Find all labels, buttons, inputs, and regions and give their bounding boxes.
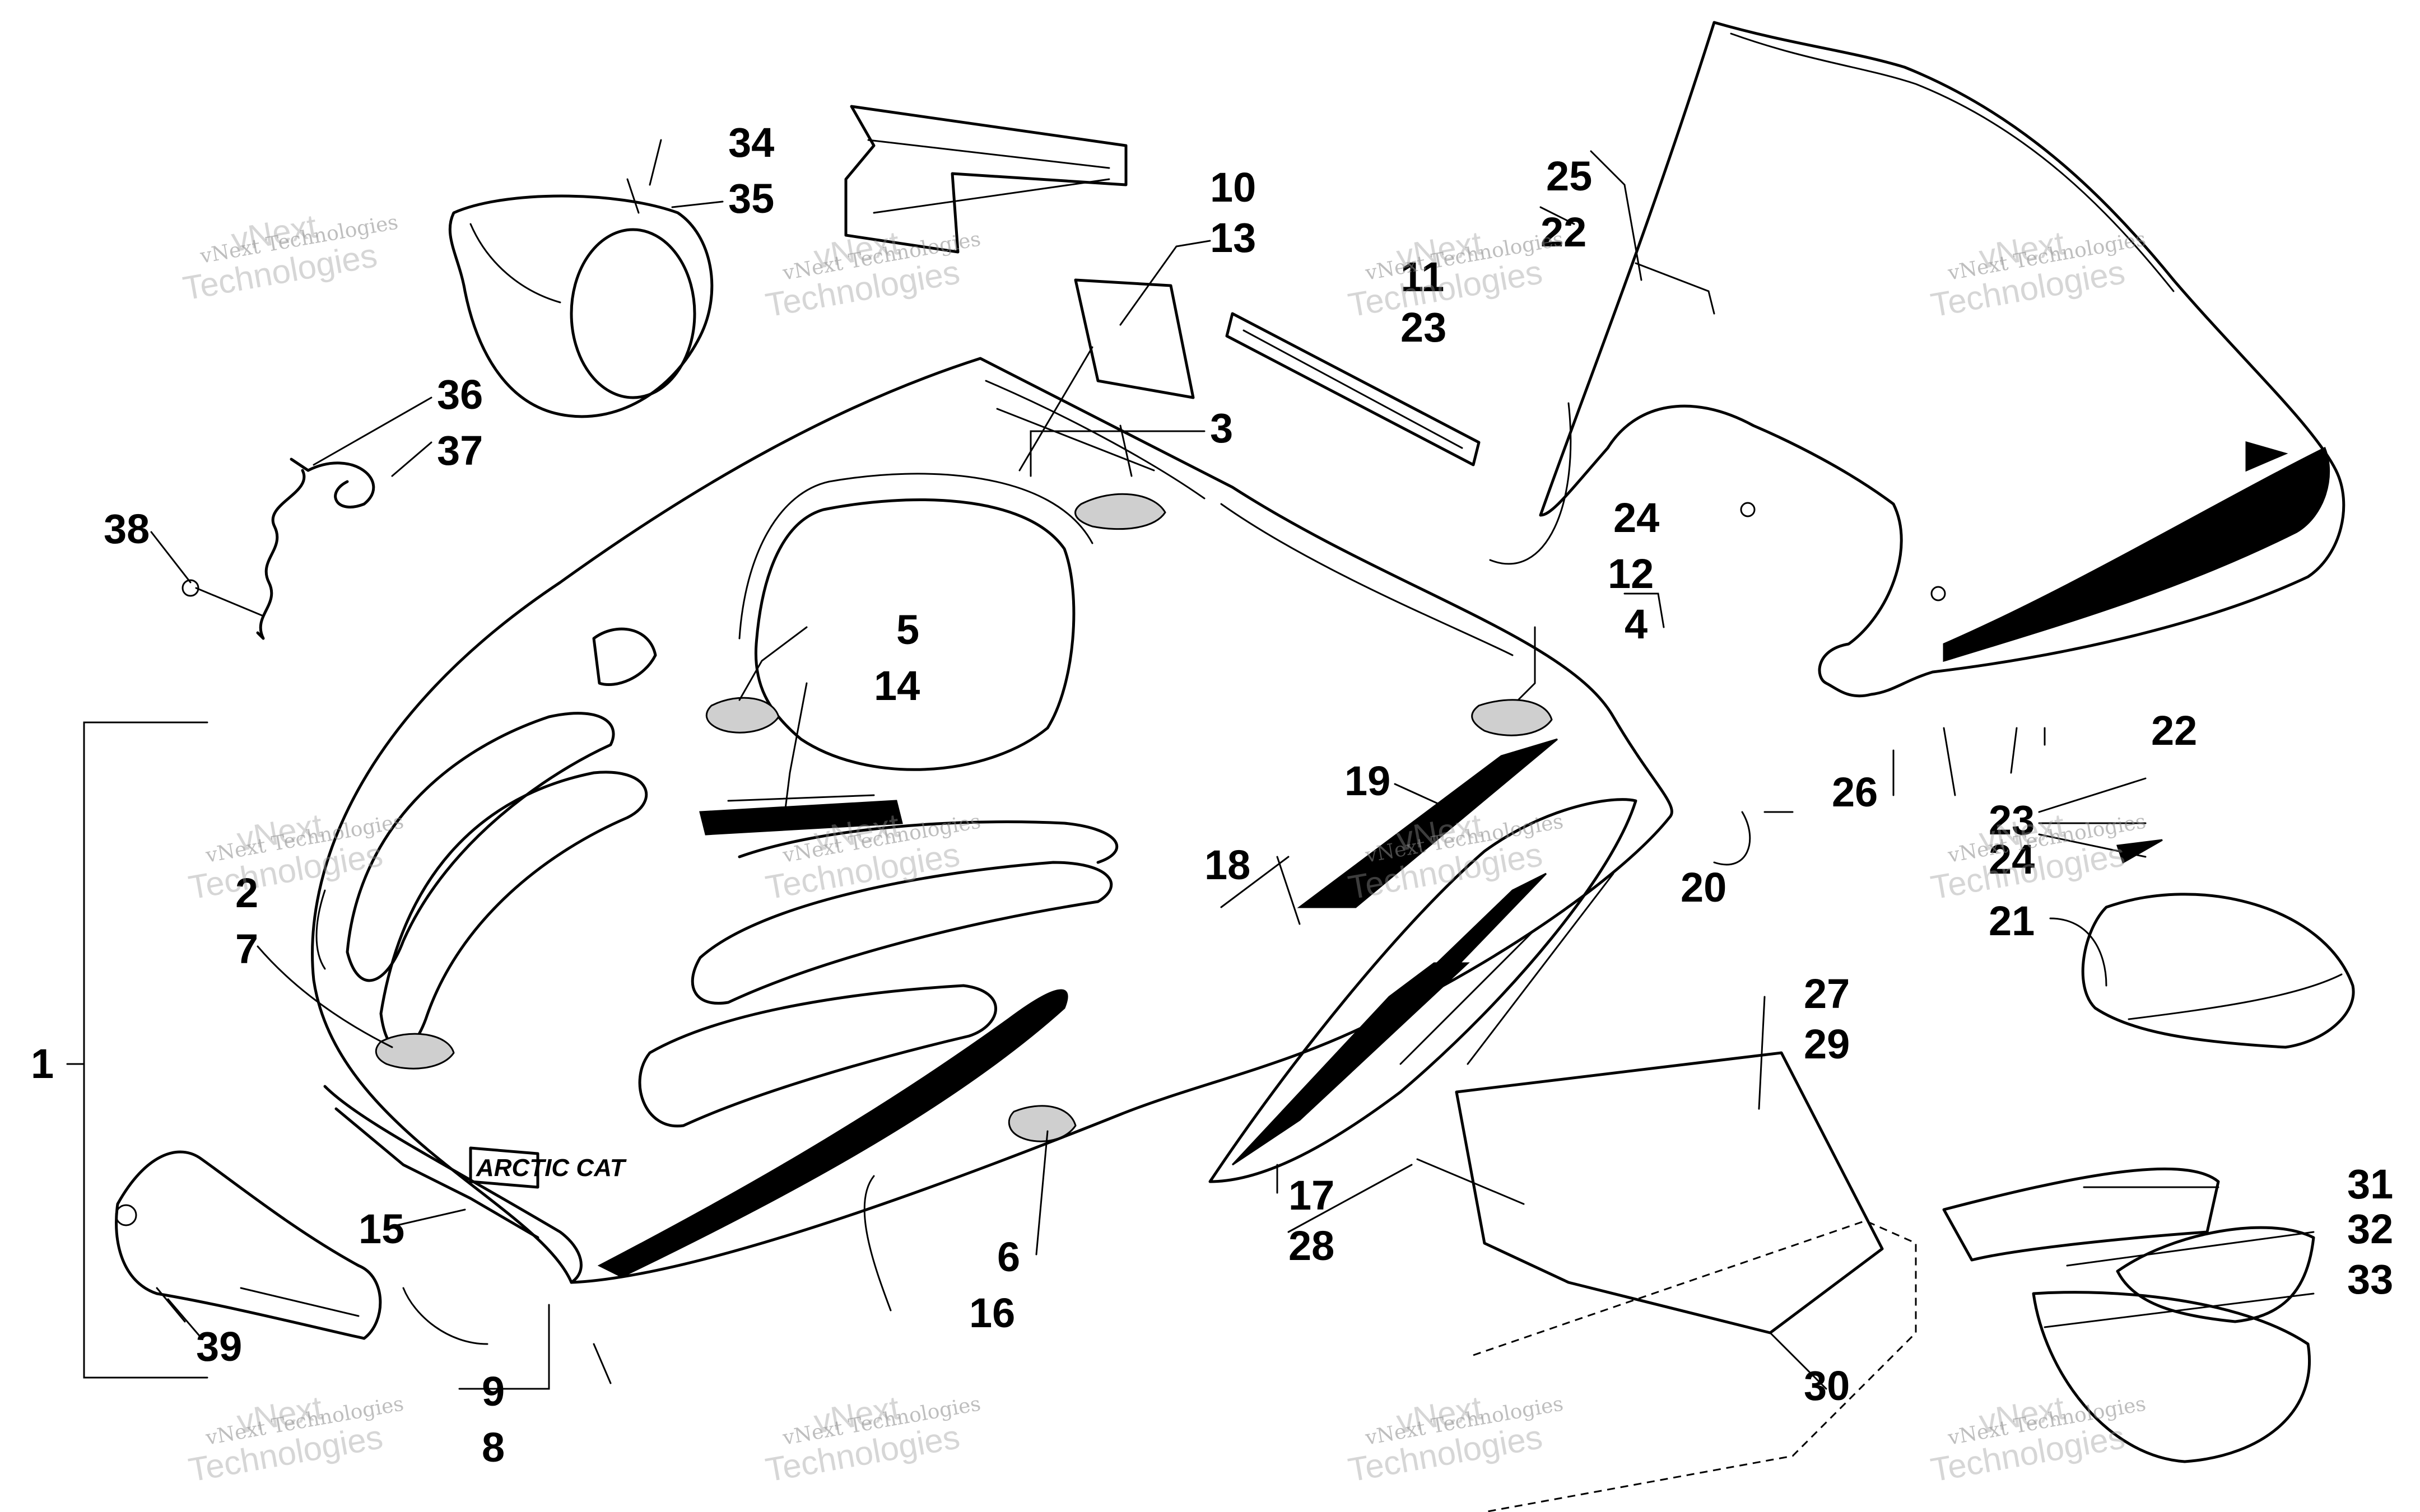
watermark: vNext Technologies vNext Technologies [1928,1389,2148,1489]
callout-22a: 22 [1541,209,1586,255]
callout-7: 7 [235,926,258,972]
callout-2: 2 [235,870,258,916]
callout-32: 32 [2347,1206,2393,1252]
callout-33: 33 [2347,1256,2393,1303]
callout-30: 30 [1804,1362,1850,1409]
side-vent [2081,839,2355,1049]
callout-38: 38 [104,506,150,552]
watermark: vNext Technologies vNext Technologies [1346,224,1565,324]
callout-36: 36 [437,371,483,418]
callout-22b: 22 [2151,707,2197,754]
top-decals [844,105,1481,466]
headlight-shroud [448,178,714,418]
callout-4: 4 [1625,601,1648,647]
callout-17: 17 [1288,1172,1334,1219]
windshield [1539,21,2345,698]
callout-21: 21 [1989,898,2035,944]
callout-39: 39 [196,1323,242,1370]
callout-1: 1 [31,1040,54,1087]
watermark: vNext Technologies vNext Technologies [1346,1389,1565,1489]
callout-25: 25 [1546,153,1592,199]
callout-16: 16 [969,1290,1015,1336]
callout-3: 3 [1210,405,1233,451]
side-panel [1416,1051,2315,1512]
callout-13: 13 [1210,214,1256,261]
watermark: vNext Technologies vNext Technologies [763,1389,983,1489]
hood-assembly: ARCTIC CAT [311,357,1673,1284]
callout-12: 12 [1608,550,1654,597]
callout-34: 34 [728,119,774,166]
callout-10: 10 [1210,164,1256,211]
watermark: vNext Technologies vNext Technologies [1928,806,2148,907]
watermark: vNext Technologies vNext Technologies [186,806,406,907]
callout-6: 6 [997,1234,1020,1280]
callout-27: 27 [1804,970,1850,1017]
spring-hook [182,458,375,640]
callout-19: 19 [1344,758,1390,804]
callout-labels: 1 2 3 4 5 6 7 8 9 10 11 12 13 14 15 16 1… [31,119,2393,1471]
svg-text:ARCTIC CAT: ARCTIC CAT [476,1154,627,1182]
callout-8: 8 [482,1424,505,1471]
callout-18: 18 [1204,842,1250,888]
callout-24b: 24 [1989,836,2035,883]
callout-14: 14 [874,662,920,709]
watermark: vNext Technologies vNext Technologies [186,1389,406,1489]
callout-15: 15 [359,1206,404,1252]
callout-37: 37 [437,427,483,474]
callout-26: 26 [1832,769,1878,815]
callout-29: 29 [1804,1021,1850,1067]
callout-31: 31 [2347,1161,2393,1207]
callout-5: 5 [896,606,919,653]
callout-20: 20 [1681,864,1726,911]
callout-9: 9 [482,1368,505,1415]
watermark: vNext Technologies vNext Technologies [763,224,983,324]
callout-11: 11 [1400,254,1444,300]
callout-24a: 24 [1613,494,1659,541]
callout-35: 35 [728,175,774,222]
front-bumper [115,1150,382,1340]
leader-lines [66,139,2315,1390]
brand-decal: ARCTIC CAT [469,1146,627,1189]
bracket-1 [83,721,208,1379]
watermark: vNext Technologies vNext Technologies [180,207,400,307]
callout-28: 28 [1288,1222,1334,1269]
callout-23a: 23 [1400,304,1446,351]
callout-23b: 23 [1989,797,2035,843]
